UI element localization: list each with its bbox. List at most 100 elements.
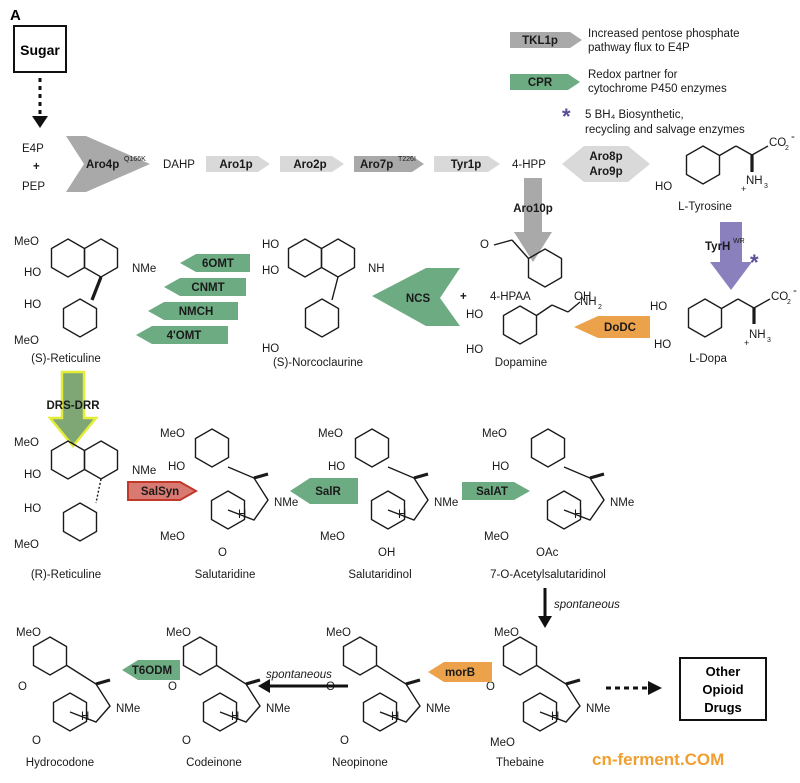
e4p-label: E4P bbox=[22, 143, 44, 155]
svg-text:2: 2 bbox=[785, 145, 789, 152]
acetyl-nme: NMe bbox=[610, 497, 634, 509]
norcoclaurine-ho-3: HO bbox=[262, 343, 279, 355]
salat-label: SalAT bbox=[476, 486, 508, 498]
neopinone-label: Neopinone bbox=[332, 757, 388, 769]
codeinone-nme: NMe bbox=[266, 703, 290, 715]
svg-text:2: 2 bbox=[787, 299, 791, 306]
salr-label: SalR bbox=[315, 486, 341, 498]
thebaine-label: Thebaine bbox=[496, 757, 544, 769]
s-reticuline-ring-b bbox=[83, 238, 119, 278]
legend-cpr-label: CPR bbox=[528, 77, 553, 89]
legend-tkl1p-line2: pathway flux to E4P bbox=[588, 42, 690, 54]
legend-cpr-arrow bbox=[510, 74, 580, 90]
salutaridine-ring-a bbox=[194, 428, 230, 468]
hydrocodone-label: Hydrocodone bbox=[26, 757, 94, 769]
ncs-arrow bbox=[372, 268, 460, 326]
s-reticuline-ho-2: HO bbox=[24, 299, 41, 311]
tyr1-arrow bbox=[434, 156, 500, 172]
r-reticuline-nme: NMe bbox=[132, 465, 156, 477]
hpaa-label: 4-HPAA bbox=[490, 291, 531, 303]
hydrocodone-ring-a bbox=[32, 636, 68, 676]
ldopa-ho-2: HO bbox=[654, 339, 671, 351]
codeinone-label: Codeinone bbox=[186, 757, 242, 769]
svg-text:+: + bbox=[744, 338, 749, 348]
salr-arrow bbox=[290, 478, 358, 504]
s-reticuline-meo-1: MeO bbox=[14, 236, 39, 248]
acetyl-meo-2: MeO bbox=[484, 531, 509, 543]
r-reticuline-meo-1: MeO bbox=[14, 437, 39, 449]
salutaridine-o: O bbox=[218, 547, 227, 559]
norcoclaurine-ho-2: HO bbox=[262, 265, 279, 277]
other-drugs-box bbox=[679, 657, 767, 721]
aro2-label: Aro2p bbox=[293, 159, 326, 171]
salutaridinol-nme: NMe bbox=[434, 497, 458, 509]
dodc-arrow bbox=[574, 316, 650, 338]
ldopa-ho-1: HO bbox=[650, 301, 667, 313]
s-reticuline-ring-c bbox=[62, 298, 98, 338]
svg-text:H: H bbox=[238, 509, 246, 521]
svg-text:2: 2 bbox=[598, 304, 602, 311]
sugar-label: Sugar bbox=[20, 42, 60, 58]
4omt-label: 4'OMT bbox=[167, 330, 202, 342]
tyrosine-nh3: NH bbox=[746, 175, 763, 187]
codeinone-ring-a bbox=[182, 636, 218, 676]
hydrocodone-nme: NMe bbox=[116, 703, 140, 715]
legend-bh4-star: * bbox=[562, 104, 571, 129]
salutaridine-label: Salutaridine bbox=[195, 569, 256, 581]
hpp-label: 4-HPP bbox=[512, 159, 546, 171]
other-drugs-line2: Opioid bbox=[702, 682, 743, 697]
salutaridine-nme: NMe bbox=[274, 497, 298, 509]
norcoclaurine-nh: NH bbox=[368, 263, 385, 275]
norcoclaurine-label: (S)-Norcoclaurine bbox=[273, 357, 363, 369]
aro1-arrow bbox=[206, 156, 270, 172]
spontaneous-1-label: spontaneous bbox=[554, 599, 620, 611]
legend-bh4-line1: 5 BH₄ Biosynthetic, bbox=[585, 109, 684, 121]
dopamine-ho-2: HO bbox=[466, 344, 483, 356]
legend-tkl1p-label: TKL1p bbox=[522, 35, 558, 47]
pep-label: PEP bbox=[22, 181, 45, 193]
tyrh-label: TyrH bbox=[705, 241, 730, 253]
salutaridinol-meo-2: MeO bbox=[320, 531, 345, 543]
tyrh-arrow bbox=[710, 222, 752, 290]
t6odm-label: T6ODM bbox=[132, 665, 172, 677]
codeinone-o-2: O bbox=[182, 735, 191, 747]
nmch-label: NMCH bbox=[179, 306, 214, 318]
s-reticuline-label: (S)-Reticuline bbox=[31, 353, 101, 365]
aro9-label: Aro9p bbox=[589, 166, 622, 178]
dodc-label: DoDC bbox=[604, 322, 636, 334]
aro10-arrow bbox=[514, 178, 552, 262]
6omt-arrow bbox=[180, 254, 250, 272]
s-reticuline-meo-2: MeO bbox=[14, 335, 39, 347]
aro7-label: Aro7p bbox=[360, 159, 393, 171]
ldopa-label: L-Dopa bbox=[689, 353, 727, 365]
aro4-superscript: Q166K bbox=[124, 156, 146, 163]
aro10-label: Aro10p bbox=[513, 203, 553, 215]
r-reticuline-meo-2: MeO bbox=[14, 539, 39, 551]
svg-text:3: 3 bbox=[767, 337, 771, 344]
svg-text:H: H bbox=[574, 509, 582, 521]
dopamine-label: Dopamine bbox=[495, 357, 547, 369]
neopinone-o-2: O bbox=[340, 735, 349, 747]
thebaine-meo-2: MeO bbox=[490, 737, 515, 749]
legend-tkl1p-arrow bbox=[510, 32, 582, 48]
watermark: cn-ferment.COM bbox=[592, 750, 724, 769]
thebaine-ring-a bbox=[502, 636, 538, 676]
other-drugs-line1: Other bbox=[706, 664, 741, 679]
tyr1-label: Tyr1p bbox=[451, 159, 481, 171]
salutaridinol-meo-1: MeO bbox=[318, 428, 343, 440]
legend-cpr-line1: Redox partner for bbox=[588, 69, 678, 81]
salutaridine-ho: HO bbox=[168, 461, 185, 473]
panel-label: A bbox=[10, 7, 21, 24]
drs-drr-arrow bbox=[47, 370, 99, 448]
r-reticuline-ring-a bbox=[50, 440, 86, 480]
aro4-label: Aro4p bbox=[86, 159, 119, 171]
hydrocodone-o-1: O bbox=[18, 681, 27, 693]
morb-arrow bbox=[428, 662, 492, 682]
s-reticuline-ring-a bbox=[50, 238, 86, 278]
dopamine-plus: + bbox=[460, 291, 467, 303]
tyrosine-ring bbox=[685, 145, 721, 185]
aro4-arrow bbox=[66, 136, 150, 192]
svg-text:-: - bbox=[791, 131, 795, 143]
6omt-label: 6OMT bbox=[202, 258, 234, 270]
